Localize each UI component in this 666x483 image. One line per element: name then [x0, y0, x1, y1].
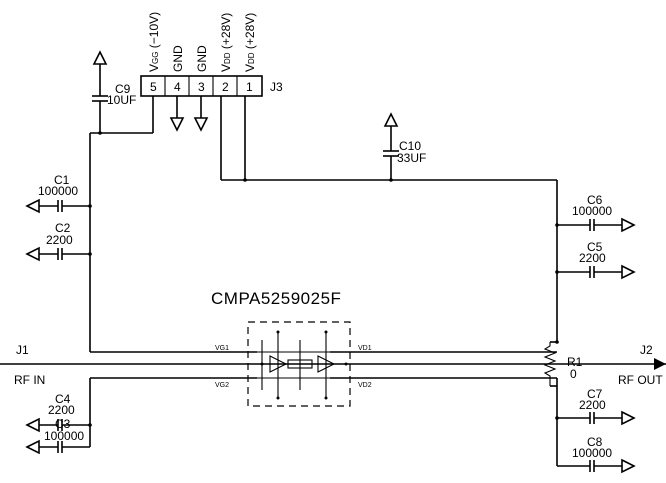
c4-ref: C4 [55, 392, 71, 406]
c8-ref: C8 [587, 435, 603, 449]
c1-value: 100000 [38, 184, 78, 198]
j2-label: J2 [640, 343, 653, 357]
capacitor-c1: C1 100000 [25, 173, 90, 214]
capacitor-c7: C7 2200 [557, 387, 636, 426]
c7-ref: C7 [587, 387, 603, 401]
capacitor-c6: C6 100000 [557, 193, 636, 233]
r1-value: 0 [570, 367, 577, 381]
j3-pin5-number: 5 [150, 80, 157, 94]
j3-pin3-label: GND [195, 45, 209, 72]
capacitor-c9: C9 10UF [92, 50, 136, 133]
vg2-pin-label: VG2 [215, 382, 229, 389]
rf-in-label: RF IN [14, 373, 45, 387]
j3-ground-leads [169, 96, 209, 132]
c9-ref: C9 [115, 82, 131, 96]
j3-pin4-number: 4 [174, 80, 181, 94]
j3-pin5-label: VGG (−10V) [147, 12, 161, 72]
j3-pin2-label: VDD (+28V) [219, 13, 233, 72]
c2-ref: C2 [55, 221, 71, 235]
capacitor-c10: C10 33UF [383, 112, 426, 180]
c2-value: 2200 [46, 233, 73, 247]
capacitor-c5: C5 2200 [557, 240, 636, 280]
capacitor-c4: C4 2200 [25, 392, 90, 433]
c3-ref: C3 [55, 417, 71, 431]
j3-pin2-number: 2 [222, 80, 229, 94]
vg2-net [88, 377, 557, 447]
j3-pin1-number: 1 [246, 80, 253, 94]
vg1-pin-label: VG1 [215, 345, 229, 352]
j3-pin4-label: GND [171, 45, 185, 72]
j3-pin3-number: 3 [198, 80, 205, 94]
capacitor-c3: C3 100000 [25, 417, 90, 455]
c4-value: 2200 [48, 403, 75, 417]
j3-pin1-label: VDD (+28V) [243, 13, 257, 72]
capacitor-c8: C8 100000 [557, 435, 636, 474]
rf-out-label: RF OUT [618, 373, 663, 387]
c6-ref: C6 [587, 193, 603, 207]
ic-cmpa5259025f: VG1 VG2 VD1 VD2 [215, 321, 372, 407]
capacitor-c2: C2 2200 [25, 221, 90, 262]
c10-value: 33UF [397, 151, 426, 165]
part-number: CMPA5259025F [211, 289, 341, 308]
c6-value: 100000 [572, 204, 612, 218]
vgg-net [88, 96, 257, 353]
vd2-pin-label: VD2 [358, 382, 372, 389]
c1-ref: C1 [54, 173, 70, 187]
j3-label: J3 [270, 80, 283, 94]
c3-value: 100000 [44, 429, 84, 443]
resistor-r1: R1 0 [543, 341, 583, 387]
r1-ref: R1 [567, 355, 583, 369]
c9-value: 10UF [107, 93, 136, 107]
vd2-net [555, 378, 559, 466]
c5-ref: C5 [587, 240, 603, 254]
vdd-net [220, 96, 559, 353]
c10-ref: C10 [399, 139, 421, 153]
vd1-pin-label: VD1 [358, 345, 372, 352]
j1-label: J1 [16, 343, 29, 357]
c5-value: 2200 [579, 251, 606, 265]
connector-j3: 5 4 3 2 1 J3 VGG (−10V) GND GND VDD (+28… [140, 12, 283, 97]
c8-value: 100000 [572, 446, 612, 460]
c7-value: 2200 [579, 398, 606, 412]
